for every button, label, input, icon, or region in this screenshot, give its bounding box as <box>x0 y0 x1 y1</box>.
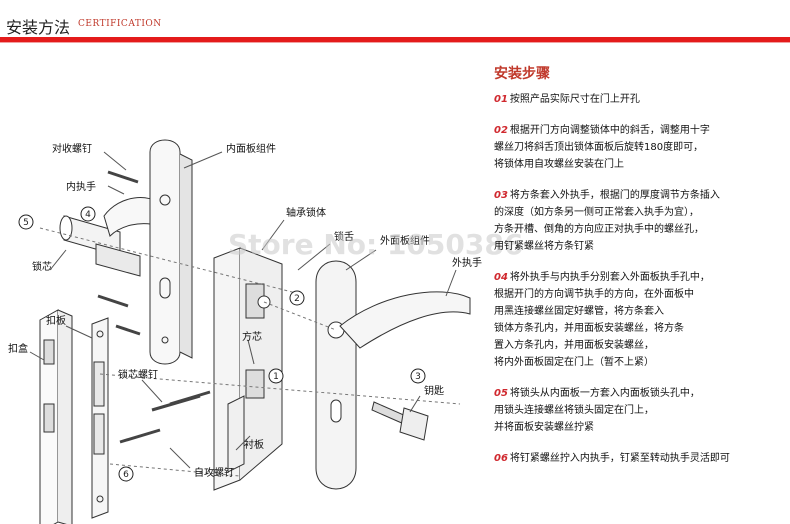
step-text: 用黑连接螺丝固定好螺管，将方条套入 <box>494 306 664 317</box>
marker-3-label: 3 <box>415 372 421 382</box>
header-divider <box>0 37 790 42</box>
marker-2 <box>289 290 305 306</box>
strike-plate-part <box>91 317 109 519</box>
section-subtitle: CERTIFICATION <box>78 19 162 29</box>
step-number: 06 <box>494 453 508 464</box>
step-text: 将内外面板固定在门上（暂不上紧） <box>494 357 654 368</box>
marker-2-label: 2 <box>294 294 300 304</box>
step-text: 将外执手与内执手分别套入外面板执手孔中， <box>509 272 710 283</box>
label-strike-box: 扣盒 <box>8 342 28 355</box>
section-title: 安装方法 <box>6 18 71 37</box>
step-text: 的深度（如方条另一侧可正常套入执手为宜）， <box>494 207 699 218</box>
step-text: 按照产品实际尺寸在门上开孔 <box>509 94 640 105</box>
label-lock-body: 轴承锁体 <box>286 206 326 219</box>
section-header: 安装方法 CERTIFICATION <box>0 0 790 44</box>
step-text: 将钉紧螺丝拧入内执手，钉紧至转动执手灵活即可 <box>509 453 730 464</box>
label-lock-tongue: 锁舌 <box>334 230 354 243</box>
step-text: 锁体方条孔内，并用面板安装螺丝，将方条 <box>494 323 684 334</box>
step-text: 用钉紧螺丝将方条钉紧 <box>494 241 594 252</box>
step-number: 03 <box>494 190 508 201</box>
marker-4 <box>80 206 96 222</box>
steps-heading: 安装步骤 <box>494 66 550 82</box>
marker-5-label: 5 <box>23 218 29 228</box>
store-watermark: Store No: 1050386 <box>228 228 524 261</box>
label-inner-plate: 内面板组件 <box>226 142 276 155</box>
step-text: 将方条套入外执手，根据门的厚度调节方条插入 <box>509 190 720 201</box>
step-text: 将锁头从内面板一方套入内面板锁头孔中， <box>509 388 700 399</box>
step-text: 方条开槽、倒角的方向应正对执手中的螺丝孔， <box>494 224 704 235</box>
marker-4-label: 4 <box>85 210 91 220</box>
marker-6 <box>118 466 134 482</box>
label-strike-screw: 对收螺钉 <box>52 142 92 155</box>
step-number: 05 <box>494 388 508 399</box>
outer-plate-part <box>315 260 357 490</box>
cylinder-part <box>59 215 141 277</box>
step-text: 根据开门方向调整锁体中的斜舌，调整用十字 <box>509 125 710 136</box>
step-text: 将锁体用自攻螺丝安装在门上 <box>494 159 624 170</box>
label-square-core: 方芯 <box>242 330 262 343</box>
label-cylinder: 锁芯 <box>32 260 52 273</box>
marker-1 <box>268 368 284 384</box>
strike-box-part <box>39 309 73 524</box>
marker-5 <box>18 214 34 230</box>
label-cylinder-screw: 锁芯螺钉 <box>118 368 158 381</box>
step-number: 02 <box>494 125 508 136</box>
header-divider-shadow <box>0 42 790 43</box>
lock-body-part <box>213 247 283 491</box>
step-number: 04 <box>494 272 508 283</box>
exploded-lock-diagram: 1 2 3 4 5 6 对收螺钉 内执手 内面板组件 轴承锁体 锁舌 外面板组件… <box>8 139 482 524</box>
outer-handle-part <box>339 291 471 349</box>
step-number: 01 <box>494 94 508 105</box>
step-text: 并将面板安装螺丝拧紧 <box>494 422 594 433</box>
step-text: 置入方条孔内，并用面板安装螺丝， <box>494 340 654 351</box>
label-outer-handle: 外执手 <box>452 256 482 269</box>
label-key: 钥匙 <box>424 384 444 397</box>
liner-part <box>227 395 245 473</box>
step-text: 用锁头连接螺丝将锁头固定在门上， <box>494 405 654 416</box>
label-outer-plate: 外面板组件 <box>380 234 430 247</box>
label-inner-handle: 内执手 <box>66 180 96 193</box>
label-liner: 衬板 <box>244 438 264 451</box>
step-text: 根据开门的方向调节执手的方向，在外面板中 <box>494 289 694 300</box>
marker-1-label: 1 <box>273 372 279 382</box>
label-strike-plate: 扣板 <box>46 314 66 327</box>
inner-plate-part <box>149 139 193 365</box>
marker-6-label: 6 <box>123 470 129 480</box>
key-part <box>371 401 429 441</box>
marker-3 <box>410 368 426 384</box>
label-self-tap-screw: 自攻螺钉 <box>194 466 234 479</box>
screw-set <box>97 170 211 444</box>
step-text: 螺丝刀将斜舌顶出锁体面板后旋转180度即可， <box>494 142 704 153</box>
